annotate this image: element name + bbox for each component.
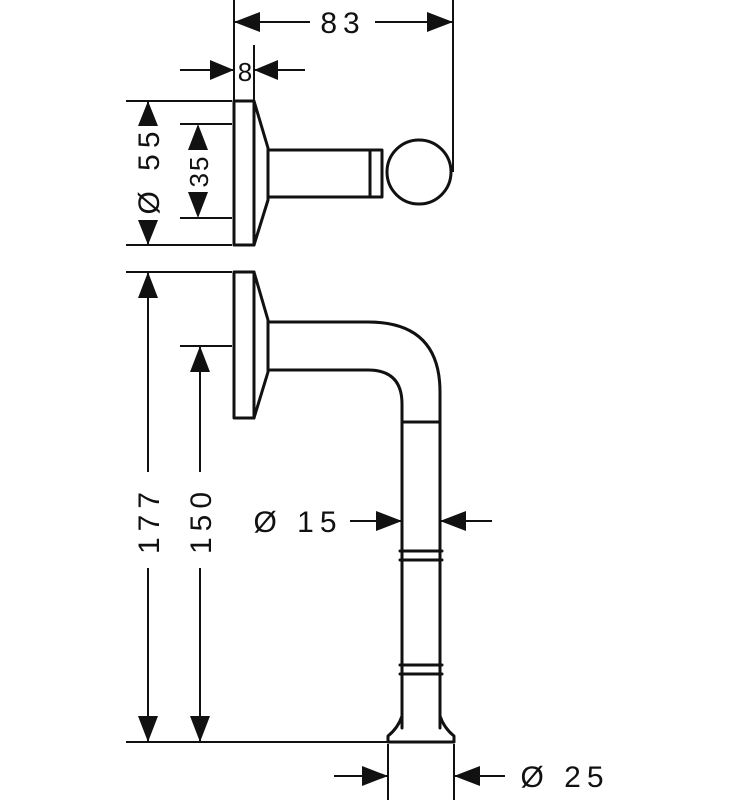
front-wall-plate: [232, 270, 256, 420]
top-wall-plate: [232, 99, 256, 247]
front-view: [232, 270, 456, 744]
dimension-labels: 83 8 Ø 55 35 177 150 Ø 15 Ø 25: [133, 7, 609, 794]
top-knob: [385, 138, 453, 206]
dim-depth-total: 83: [320, 7, 365, 40]
dim-total-height: 177: [133, 486, 166, 554]
dim-hook-height: 150: [185, 486, 218, 554]
ring-2: [398, 663, 444, 676]
top-flange: [252, 99, 270, 247]
bent-tube: [266, 320, 442, 730]
front-flange: [252, 270, 270, 420]
dimension-lines: [126, 0, 505, 800]
dim-plate-thickness: 8: [238, 57, 254, 87]
dim-tube-diameter: Ø 15: [253, 506, 342, 539]
dim-plate-diameter: Ø 55: [133, 125, 166, 214]
top-view: [232, 99, 453, 247]
ring-1: [398, 549, 444, 562]
dim-foot-diameter: Ø 25: [520, 761, 609, 794]
foot: [386, 714, 456, 744]
dim-arm-height: 35: [184, 155, 214, 188]
top-arm: [266, 148, 384, 199]
